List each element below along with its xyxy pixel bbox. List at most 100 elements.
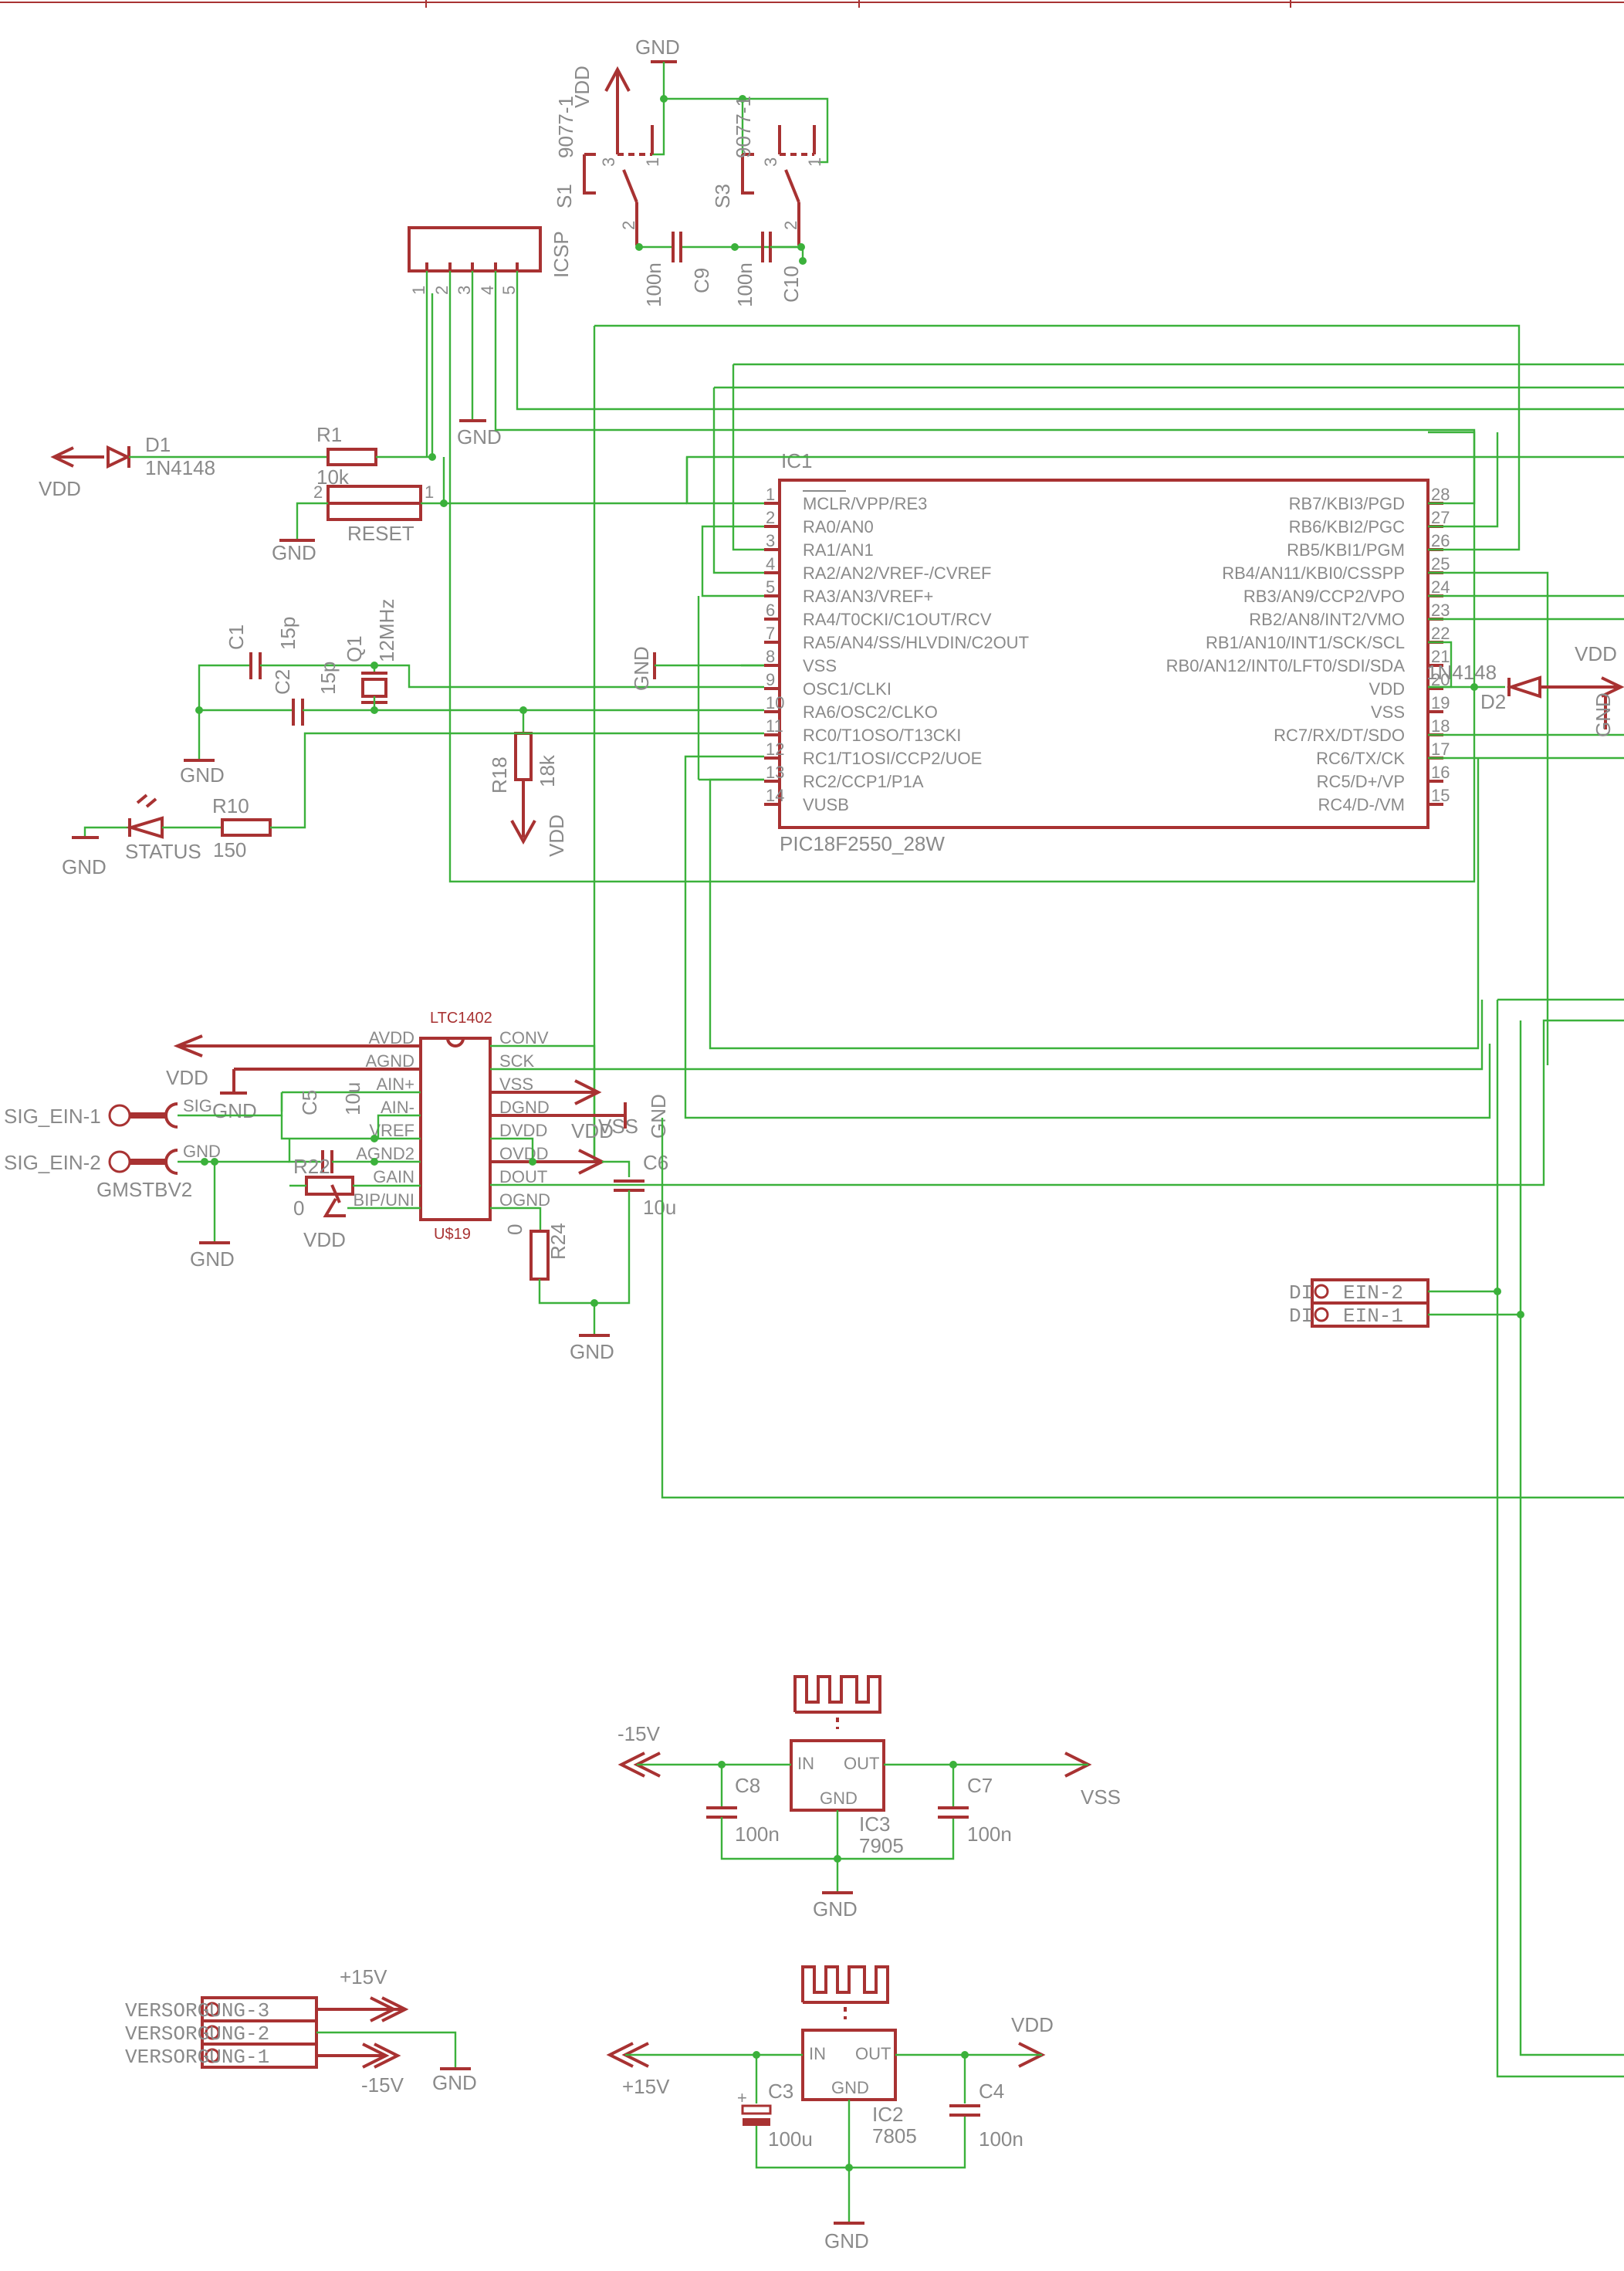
c6-name: C6 [643, 1151, 668, 1174]
svg-text:VDD: VDD [303, 1228, 346, 1251]
svg-text:VERSORGUNG-3: VERSORGUNG-3 [125, 1999, 269, 2022]
ic1-pin-label: RA5/AN4/SS/HLVDIN/C2OUT [803, 633, 1029, 652]
ic1-pin-number: 24 [1431, 577, 1450, 597]
c4-name: C4 [979, 2080, 1004, 2103]
r10-name: R10 [212, 794, 249, 817]
ic1-pin-label: MCLR/VPP/RE3 [803, 494, 927, 513]
switch-s3: 3 1 2 9077-1 S3 [711, 96, 824, 245]
ic1-pin-label: RC7/RX/DT/SDO [1274, 726, 1405, 745]
ltc-pin-label: DGND [499, 1098, 550, 1117]
regulator-ic3: IN OUT GND -15V VSS C8 100n C7 100n IC3 … [617, 1675, 1121, 1921]
c5-name: C5 [298, 1090, 321, 1115]
ic1-pin-label: RB2/AN8/INT2/VMO [1249, 610, 1405, 629]
svg-text:GND: GND [272, 541, 316, 564]
s1-name: S1 [553, 184, 576, 208]
crystal-oscillator: GND C1 15p C2 15p Q1 12MHz [180, 599, 764, 787]
ic1-pin-label: RC1/T1OSI/CCP2/UOE [803, 749, 982, 768]
drawing-frame [0, 0, 1624, 8]
c9-value: 100n [642, 262, 665, 307]
ic1-pin-number: 11 [766, 716, 783, 736]
svg-text:EIN-1: EIN-1 [1343, 1305, 1403, 1328]
s1-value: 9077-1 [554, 96, 577, 158]
svg-text:GND: GND [630, 646, 653, 691]
supply-connector: VERSORGUNG-3 VERSORGUNG-2 VERSORGUNG-1 +… [125, 1965, 477, 2097]
r24-value: 0 [503, 1224, 526, 1235]
ic1-pin-number: 21 [1431, 647, 1450, 666]
r18-name: R18 [488, 756, 511, 794]
ltc-pin-label: AIN+ [376, 1075, 414, 1094]
r22-value: 0 [293, 1196, 304, 1220]
svg-text:-15V: -15V [617, 1722, 661, 1745]
c10-value: 100n [733, 262, 756, 307]
ic1-pin-label: RC4/D-/VM [1318, 795, 1405, 814]
ic1-pin-number: 9 [766, 670, 775, 689]
r22-name: R22 [293, 1155, 330, 1178]
digital-connector: EIN-2 EIN-1 DI DI [1289, 998, 1624, 2078]
ic1-pin-number: 23 [1431, 601, 1450, 620]
svg-text:VDD: VDD [1575, 642, 1617, 665]
ic1-pin-number: 26 [1431, 531, 1450, 550]
svg-text:GND: GND [1592, 692, 1615, 737]
c3-value: 100u [768, 2127, 813, 2151]
ltc-pin-label: AGND [365, 1051, 414, 1071]
ic1-pin-number: 27 [1431, 508, 1450, 527]
svg-text:VDD: VDD [545, 814, 568, 857]
adc-ltc1402: LTC1402 U$19 AVDDAGNDAIN+AIN-VREFAGND2GA… [354, 1010, 550, 1243]
svg-text:VERSORGUNG-2: VERSORGUNG-2 [125, 2022, 269, 2046]
ic2-value: 7805 [872, 2124, 917, 2147]
svg-text:2: 2 [619, 221, 638, 230]
ltc-pin-label: BIP/UNI [354, 1190, 414, 1210]
ic1-pin-label: VDD [1369, 679, 1405, 699]
ic1-pin-label: RC6/TX/CK [1316, 749, 1405, 768]
ic1-pin-number: 2 [766, 508, 775, 527]
sig-ein-1-label: SIG_EIN-1 [4, 1105, 101, 1128]
c3-polarity: + [737, 2088, 747, 2107]
c6-value: 10u [643, 1196, 676, 1219]
svg-text:DI: DI [1289, 1305, 1313, 1328]
ic1-name: IC1 [781, 449, 812, 472]
svg-text:2: 2 [781, 221, 800, 230]
ic1-pin-number: 13 [766, 763, 784, 782]
diode-d1: VDD D1 1N4148 [39, 433, 328, 500]
ic1-pin-number: 7 [766, 624, 775, 643]
ic1-pin-label: RB6/KBI2/PGC [1289, 517, 1406, 536]
ic1-wiring: GND [425, 271, 1624, 1162]
svg-text:4: 4 [478, 286, 497, 295]
ic1-pin-label: RA2/AN2/VREF-/CVREF [803, 564, 992, 583]
ic1-pin-label: RA1/AN1 [803, 540, 874, 560]
svg-text:IN: IN [797, 1754, 814, 1773]
r24-name: R24 [546, 1223, 570, 1260]
svg-text:GND: GND [820, 1789, 858, 1808]
svg-text:1: 1 [409, 286, 428, 295]
ic1-pin-label: RC0/T1OSO/T13CKI [803, 726, 961, 745]
svg-text:GND: GND [457, 425, 502, 448]
ltc-name: LTC1402 [430, 1010, 492, 1027]
ic1-pin-label: RB4/AN11/KBI0/CSSPP [1222, 564, 1405, 583]
ic1-pin-label: RC5/D+/VP [1317, 772, 1405, 791]
ltc-pin-label: OVDD [499, 1144, 549, 1163]
s3-value: 9077-1 [732, 96, 755, 158]
svg-text:GND: GND [183, 1142, 221, 1161]
c7-value: 100n [967, 1823, 1012, 1846]
svg-text:GND: GND [190, 1247, 235, 1271]
r18-value: 18k [536, 754, 559, 787]
c9-name: C9 [690, 268, 713, 293]
ltc-pin-label: VSS [499, 1075, 533, 1094]
ic1-pin-label: RB3/AN9/CCP2/VPO [1243, 587, 1405, 606]
svg-text:EIN-2: EIN-2 [1343, 1281, 1403, 1305]
svg-text:IN: IN [809, 2044, 826, 2063]
c4-value: 100n [979, 2127, 1023, 2151]
c6-r24: C6 10u GND 0 R24 [503, 1151, 676, 1363]
svg-text:GND: GND [831, 2078, 869, 2097]
c8-value: 100n [735, 1823, 780, 1846]
icsp-name: ICSP [550, 231, 573, 278]
svg-text:1: 1 [643, 157, 662, 167]
svg-text:1: 1 [805, 157, 824, 167]
c1-value: 15p [276, 617, 299, 650]
svg-text:5: 5 [499, 286, 519, 295]
ic1-pin-number: 3 [766, 531, 775, 550]
ic1-pin-number: 8 [766, 647, 775, 666]
d2-value: 1N4148 [1426, 661, 1497, 684]
ic1-pin-number: 15 [1431, 786, 1450, 805]
